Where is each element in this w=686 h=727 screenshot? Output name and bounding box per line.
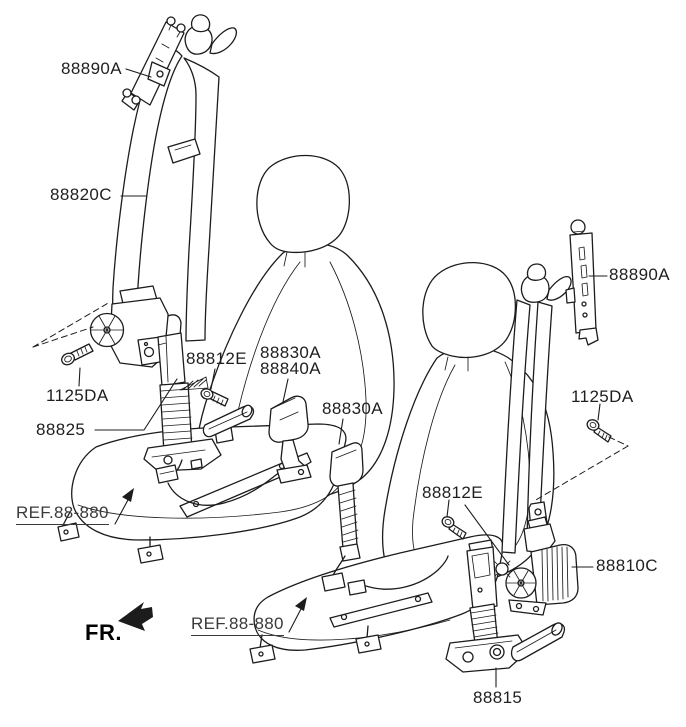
bolt-1125da-left-illustration — [61, 343, 94, 366]
callout-88890a-left: 88890A — [61, 59, 123, 78]
assembly-guide-lines — [32, 301, 629, 502]
callout-88820c: 88820C — [50, 185, 112, 204]
left-seat-illustration — [57, 154, 395, 564]
callout-88830a-rear: 88830A — [322, 399, 384, 418]
fr-direction-arrow-icon — [118, 602, 153, 631]
callout-88825: 88825 — [36, 420, 86, 439]
belt-retractor-left-illustration — [89, 285, 282, 506]
belt-pretensioner-right-illustration — [445, 539, 566, 673]
callout-88830a-front: 88830A — [260, 343, 322, 362]
ref-arrow-left — [114, 488, 134, 525]
callout-88810c: 88810C — [596, 556, 658, 575]
callout-1125da-right: 1125DA — [571, 387, 634, 406]
buckle-outer-illustration — [268, 395, 312, 484]
callout-88890a-right: 88890A — [609, 265, 671, 284]
fr-direction-label: FR. — [85, 620, 122, 645]
height-adjuster-left-illustration — [121, 16, 186, 111]
buckle-rear-illustration — [321, 442, 449, 596]
callout-88840a: 88840A — [260, 359, 322, 378]
ref-arrow-right — [288, 597, 307, 633]
right-seat-illustration — [249, 261, 555, 664]
callout-1125da-left: 1125DA — [46, 386, 109, 405]
seat-belt-right-illustration — [501, 263, 572, 554]
ref-link-right[interactable]: REF.88-880 — [191, 615, 284, 636]
bolt-88812e-left-illustration — [200, 388, 229, 407]
callout-leader-lines — [78, 68, 608, 688]
callout-88815: 88815 — [473, 688, 523, 707]
ref-link-left[interactable]: REF.88-880 — [16, 504, 109, 525]
bolt-1125da-right-illustration — [586, 419, 612, 443]
seat-belt-left-illustration — [111, 14, 238, 342]
callout-88812e-right: 88812E — [422, 483, 484, 502]
bolt-88812e-right-illustration — [441, 516, 467, 540]
height-adjuster-right-illustration — [565, 219, 599, 346]
callout-88812e-left: 88812E — [186, 349, 248, 368]
belt-retractor-right-illustration — [493, 516, 579, 616]
